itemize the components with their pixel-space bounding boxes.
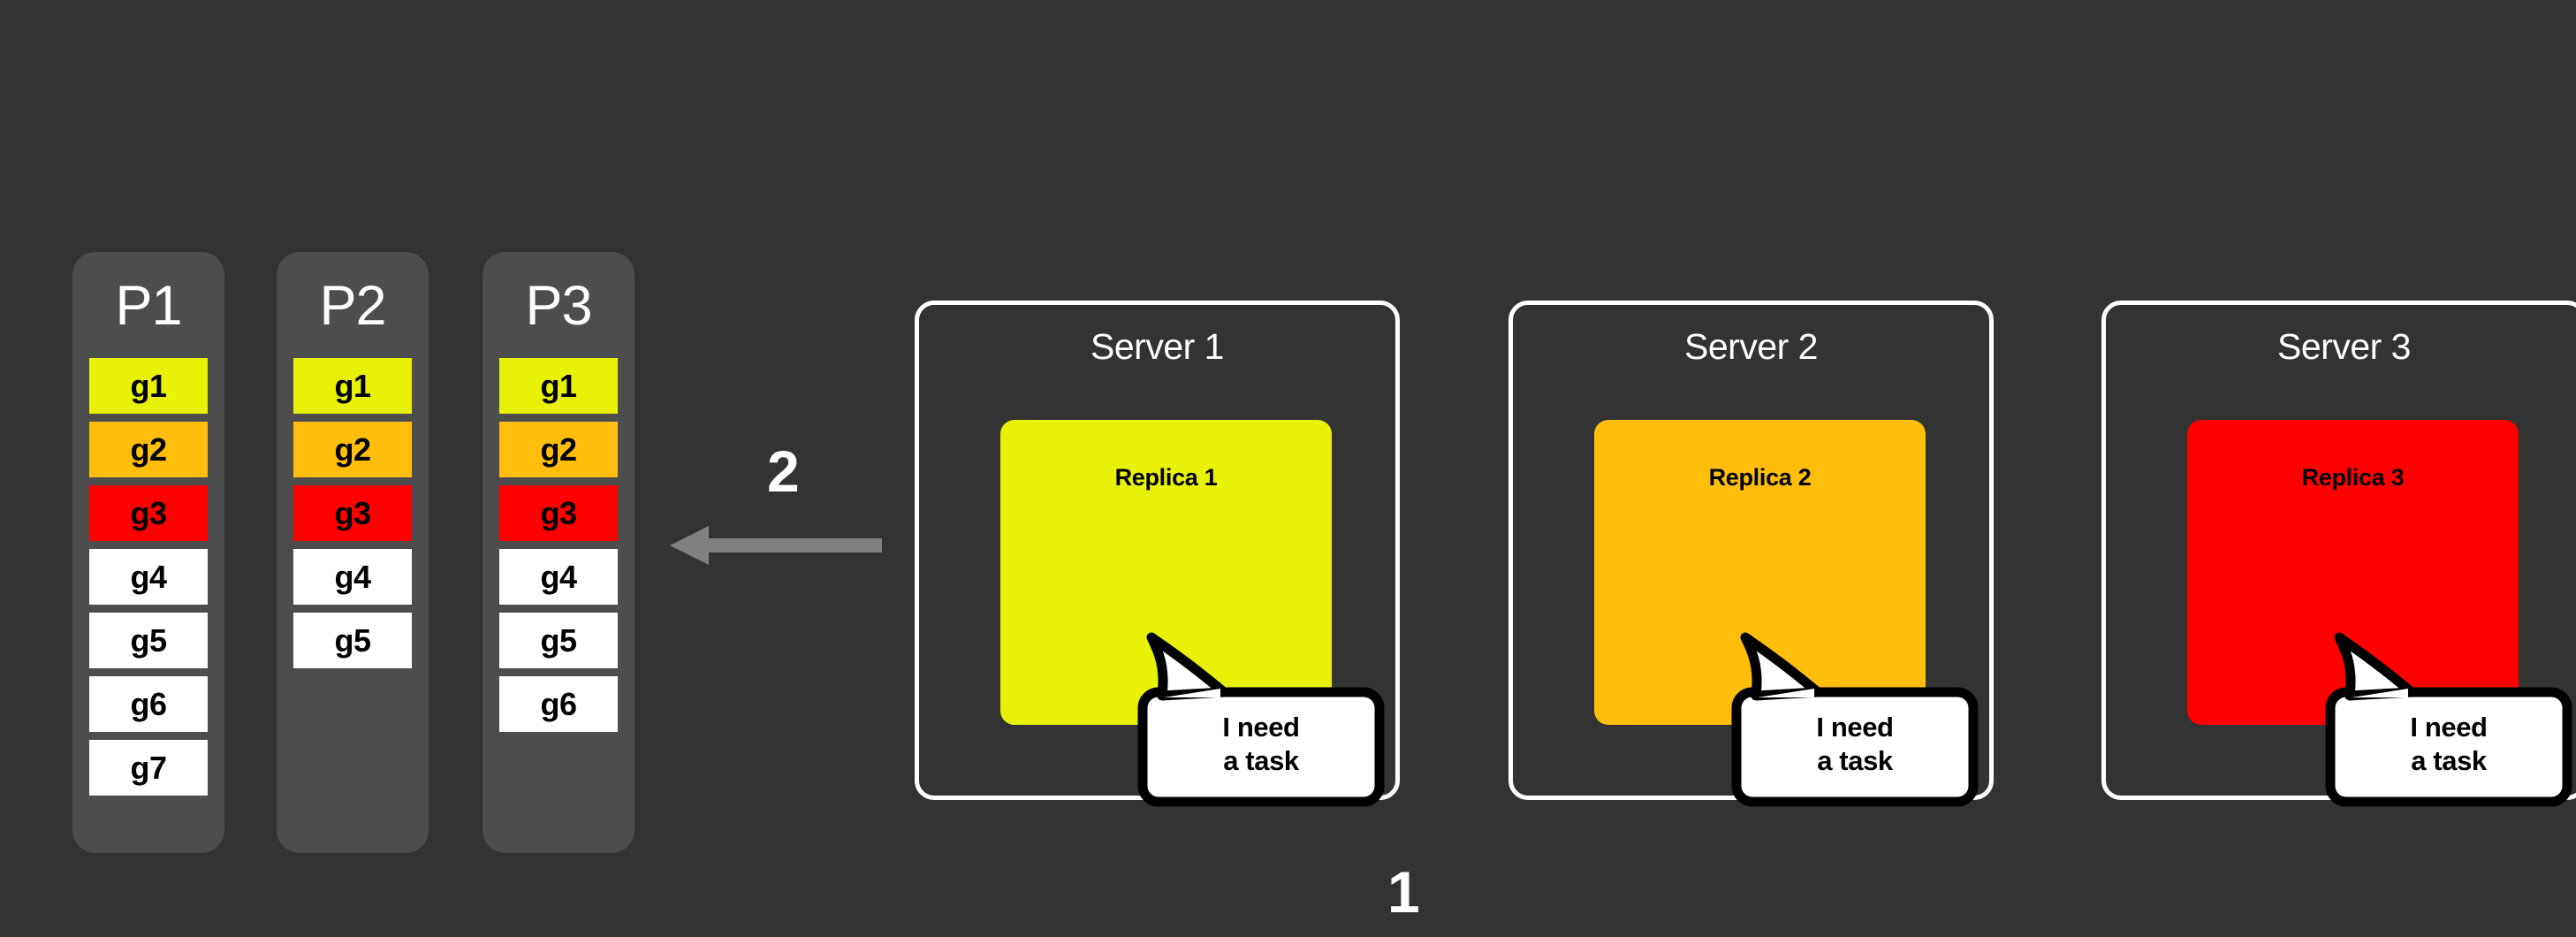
partition-slot[interactable]: g1 xyxy=(293,358,412,414)
speech-bubble-shape xyxy=(1731,632,1979,807)
partition-slot[interactable]: g5 xyxy=(499,613,618,668)
speech-bubble-text-2: I need a task xyxy=(1736,687,1973,802)
partition-slots-p1: g1 g2 g3 g4 g5 g6 g7 xyxy=(72,358,224,796)
bubble-line-1: I need xyxy=(2410,712,2488,743)
partition-slot[interactable]: g3 xyxy=(89,485,208,541)
partition-column-p3[interactable]: P3 g1 g2 g3 g4 g5 g6 xyxy=(483,252,635,853)
server-title-1: Server 1 xyxy=(1090,326,1224,367)
partition-slot[interactable]: g1 xyxy=(89,358,208,414)
partition-slot[interactable]: g3 xyxy=(499,485,618,541)
bubble-line-1: I need xyxy=(1222,712,1300,743)
speech-bubble-2: I need a task xyxy=(1731,632,1979,807)
replica-label-1: Replica 1 xyxy=(1114,464,1218,491)
partition-slot[interactable]: g5 xyxy=(89,613,208,668)
partition-slot[interactable]: g6 xyxy=(499,676,618,732)
speech-bubble-1: I need a task xyxy=(1137,632,1385,807)
speech-bubble-shape xyxy=(1137,632,1385,807)
partition-slots-p2: g1 g2 g3 g4 g5 xyxy=(277,358,429,668)
flow-arrow-group: 2 xyxy=(670,442,882,566)
speech-bubble-text-1: I need a task xyxy=(1143,687,1379,802)
replica-label-2: Replica 2 xyxy=(1708,464,1812,491)
bubble-line-2: a task xyxy=(2411,745,2487,776)
partition-title-p3: P3 xyxy=(525,275,592,337)
partition-slot[interactable]: g7 xyxy=(89,740,208,796)
partition-column-p1[interactable]: P1 g1 g2 g3 g4 g5 g6 g7 xyxy=(72,252,224,853)
partition-title-p1: P1 xyxy=(115,275,182,337)
step-one-label: 1 xyxy=(1387,859,1420,925)
bubble-line-2: a task xyxy=(1817,745,1893,776)
partition-slot[interactable]: g2 xyxy=(499,422,618,477)
partition-slot[interactable]: g4 xyxy=(89,549,208,605)
speech-bubble-3: I need a task xyxy=(2325,632,2572,807)
partition-slot[interactable]: g2 xyxy=(89,422,208,477)
bubble-line-2: a task xyxy=(1223,745,1299,776)
bubble-line-1: I need xyxy=(1816,712,1894,743)
partition-slots-p3: g1 g2 g3 g4 g5 g6 xyxy=(483,358,635,732)
partition-column-p2[interactable]: P2 g1 g2 g3 g4 g5 xyxy=(277,252,429,853)
server-title-3: Server 3 xyxy=(2277,326,2411,367)
speech-bubble-shape xyxy=(2325,632,2572,807)
speech-bubble-text-3: I need a task xyxy=(2330,687,2567,802)
partition-slot[interactable]: g4 xyxy=(293,549,412,605)
left-arrow-icon xyxy=(670,526,882,565)
partition-slot[interactable]: g4 xyxy=(499,549,618,605)
partition-title-p2: P2 xyxy=(319,275,386,337)
partition-slot[interactable]: g3 xyxy=(293,485,412,541)
partition-slot[interactable]: g5 xyxy=(293,613,412,668)
server-title-2: Server 2 xyxy=(1684,326,1818,367)
partition-slot[interactable]: g1 xyxy=(499,358,618,414)
partition-slot[interactable]: g2 xyxy=(293,422,412,477)
step-two-label: 2 xyxy=(767,438,800,504)
partition-slot[interactable]: g6 xyxy=(89,676,208,732)
replica-label-3: Replica 3 xyxy=(2301,464,2405,491)
